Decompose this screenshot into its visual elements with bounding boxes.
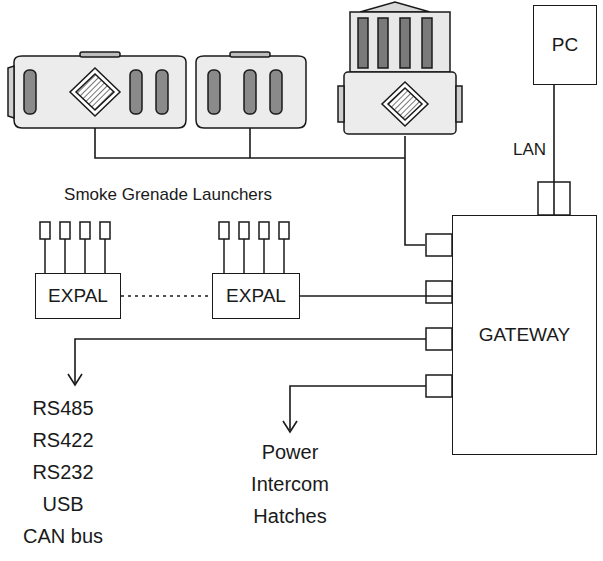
daisy-chain-link	[121, 295, 212, 297]
box-label: EXPAL	[48, 285, 108, 307]
interface-name: RS485	[32, 397, 93, 420]
controller-box: EXPAL	[212, 273, 300, 319]
signal-name: Power	[262, 441, 319, 464]
interface-name: RS232	[32, 461, 93, 484]
sensor-unit	[196, 52, 306, 128]
sensor-dome	[338, 2, 462, 134]
interface-name: CAN bus	[23, 525, 103, 548]
box-label: GATEWAY	[479, 324, 570, 346]
link-label: LAN	[513, 140, 546, 160]
box-label: EXPAL	[226, 285, 286, 307]
computer-box: PC	[533, 5, 597, 85]
sensor-unit	[8, 52, 186, 128]
group-label: Smoke Grenade Launchers	[64, 185, 272, 205]
controller-box: EXPAL	[35, 273, 121, 319]
box-label: PC	[552, 34, 578, 56]
interface-wires	[68, 339, 426, 432]
signal-name: Hatches	[253, 505, 326, 528]
cable	[553, 85, 555, 215]
gateway-box: GATEWAY	[452, 215, 597, 455]
launcher-tubes	[40, 222, 289, 273]
interface-name: USB	[42, 493, 83, 516]
interface-name: RS422	[32, 429, 93, 452]
signal-name: Intercom	[251, 473, 329, 496]
cable	[300, 295, 452, 297]
